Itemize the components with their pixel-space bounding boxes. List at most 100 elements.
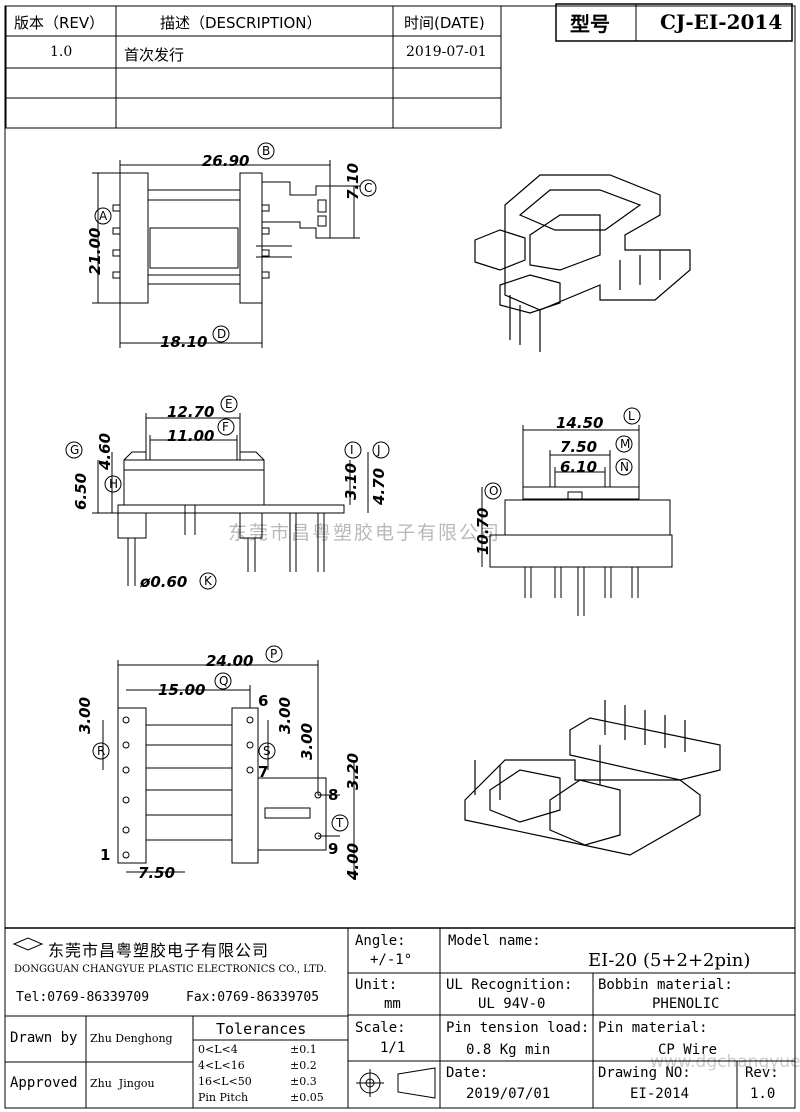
- ref-q: Q: [219, 674, 229, 688]
- dim-6-50: 6.50: [72, 472, 90, 510]
- dim-4-60: 4.60: [96, 432, 114, 470]
- company-tel: Tel:0769-86339709: [16, 990, 150, 1005]
- angle-label: Angle:: [355, 933, 406, 949]
- ref-j: J: [377, 443, 381, 457]
- rev-value-title: 1.0: [750, 1086, 776, 1102]
- drawn-by-value: Zhu Denghong: [90, 1032, 173, 1045]
- pin-material-value: CP Wire: [658, 1042, 718, 1058]
- ul-value: UL 94V-0: [478, 996, 546, 1012]
- dim-7-10: 7.10: [344, 162, 362, 200]
- description-header: 描述（DESCRIPTION）: [160, 14, 322, 32]
- top-view: [92, 142, 377, 348]
- isometric-view-top: [474, 174, 691, 352]
- tolerance-range-1: 0<L<4: [198, 1043, 238, 1056]
- ref-p: P: [270, 647, 278, 661]
- dim-3-20: 3.20: [344, 752, 362, 790]
- rev-label-title: Rev:: [745, 1065, 779, 1081]
- unit-label: Unit:: [355, 977, 398, 993]
- company-name-en: DONGGUAN CHANGYUE PLASTIC ELECTRONICS CO…: [14, 964, 327, 975]
- approved-value: Zhu Jingou: [90, 1077, 155, 1090]
- isometric-view-bottom: [464, 700, 721, 856]
- tolerance-value-4: ±0.05: [290, 1091, 324, 1104]
- model-box-label: 型号: [570, 12, 610, 36]
- tolerance-value-2: ±0.2: [290, 1059, 317, 1072]
- scale-value: 1/1: [380, 1040, 406, 1056]
- pin-9: 9: [328, 840, 339, 858]
- drawing-no-value: EI-2014: [630, 1086, 690, 1102]
- pin-tension-label: Pin tension load:: [446, 1020, 590, 1036]
- dim-12-70: 12.70: [167, 403, 215, 421]
- dim-15-00: 15.00: [158, 681, 206, 699]
- ref-o: O: [489, 484, 499, 498]
- tolerance-range-4: Pin Pitch: [198, 1091, 249, 1104]
- ref-h: H: [109, 477, 119, 491]
- bottom-view: [92, 645, 355, 880]
- tolerance-value-3: ±0.3: [290, 1075, 317, 1088]
- date-value-title: 2019/07/01: [466, 1086, 551, 1102]
- ref-d: D: [217, 327, 227, 341]
- ref-b: B: [262, 144, 271, 158]
- dim-3-00-r: 3.00: [76, 696, 94, 734]
- dim-3-00-t: 3.00: [298, 722, 316, 760]
- tolerance-range-3: 16<L<50: [198, 1075, 252, 1088]
- pin-material-label: Pin material:: [598, 1020, 708, 1036]
- dim-24-00: 24.00: [206, 652, 254, 670]
- ul-label: UL Recognition:: [446, 977, 573, 993]
- ref-f: F: [222, 420, 229, 434]
- dim-6-10: 6.10: [560, 458, 598, 476]
- ref-n: N: [620, 460, 629, 474]
- approved-label: Approved: [10, 1075, 78, 1091]
- watermark-company: 东莞市昌粤塑胶电子有限公司: [228, 522, 502, 544]
- rev-header: 版本（REV）: [14, 14, 105, 32]
- pin-6: 6: [258, 692, 269, 710]
- dim-26-90: 26.90: [202, 152, 250, 170]
- ref-a: A: [99, 209, 108, 223]
- pin-8: 8: [328, 786, 339, 804]
- title-block-lines: [5, 927, 795, 1108]
- sheet-frame: [4, 5, 796, 1109]
- dim-11-00: 11.00: [167, 427, 215, 445]
- drawn-by-label: Drawn by: [10, 1030, 78, 1046]
- ref-g: G: [70, 443, 80, 457]
- tolerance-value-1: ±0.1: [290, 1043, 317, 1056]
- pin-1: 1: [100, 846, 111, 864]
- side-view: [65, 395, 390, 590]
- date-value: 2019-07-01: [406, 44, 487, 60]
- dim-21-00: 21.00: [86, 227, 104, 275]
- ref-s: S: [263, 744, 271, 758]
- model-box-frame: [555, 3, 793, 42]
- description-value: 首次发行: [124, 46, 185, 64]
- model-name-value: EI-20 (5+2+2pin): [588, 950, 751, 971]
- bobbin-material-value: PHENOLIC: [652, 996, 720, 1012]
- ref-e: E: [225, 397, 233, 411]
- ref-t: T: [336, 816, 344, 830]
- ref-c: C: [364, 181, 373, 195]
- ref-m: M: [620, 437, 631, 451]
- drawing-no-label: Drawing NO:: [598, 1065, 691, 1081]
- unit-value: mm: [384, 996, 401, 1012]
- bobbin-material-label: Bobbin material:: [598, 977, 733, 993]
- dim-14-50: 14.50: [556, 414, 604, 432]
- dim-3-10: 3.10: [342, 462, 360, 500]
- dim-7-50: 7.50: [560, 438, 598, 456]
- dim-7-50-bottom: 7.50: [138, 864, 176, 882]
- dim-4-00: 4.00: [344, 842, 362, 880]
- watermark-url: www.dgchangyue.net: [650, 1052, 800, 1072]
- dim-3-00-s: 3.00: [276, 696, 294, 734]
- company-fax: Fax:0769-86339705: [186, 990, 320, 1005]
- dim-18-10: 18.10: [160, 333, 208, 351]
- ref-i: I: [350, 443, 354, 457]
- pin-7: 7: [258, 763, 269, 781]
- dim-4-70: 4.70: [370, 467, 388, 505]
- model-box-value: CJ-EI-2014: [660, 10, 783, 34]
- pin-tension-value: 0.8 Kg min: [466, 1042, 551, 1058]
- dim-0-60: ø0.60: [140, 573, 188, 591]
- date-label: Date:: [446, 1065, 489, 1081]
- angle-value: +/-1°: [370, 952, 413, 968]
- ref-l: L: [628, 409, 635, 423]
- scale-label: Scale:: [355, 1020, 406, 1036]
- tolerances-title: Tolerances: [216, 1020, 307, 1038]
- tolerance-range-2: 4<L<16: [198, 1059, 245, 1072]
- model-name-label: Model name:: [448, 933, 541, 949]
